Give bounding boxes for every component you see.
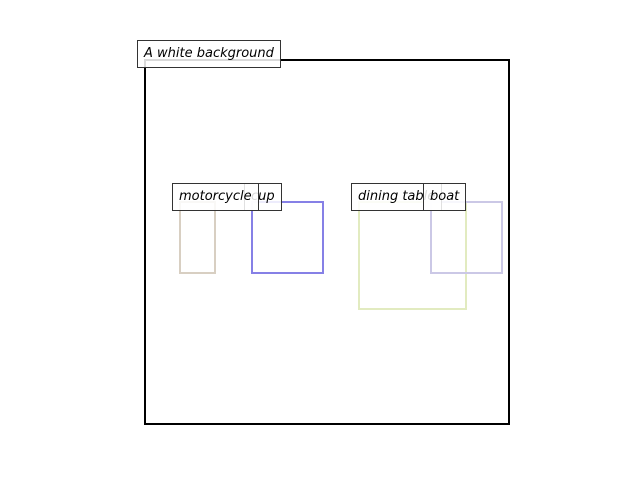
motorcycle-box [179,201,216,274]
boat-label: boat [423,183,467,211]
boat-box [430,201,503,274]
canvas-frame [144,59,510,425]
caption-label: A white background [137,40,281,68]
cup-box [251,201,324,274]
motorcycle-label: motorcycle [172,183,259,211]
